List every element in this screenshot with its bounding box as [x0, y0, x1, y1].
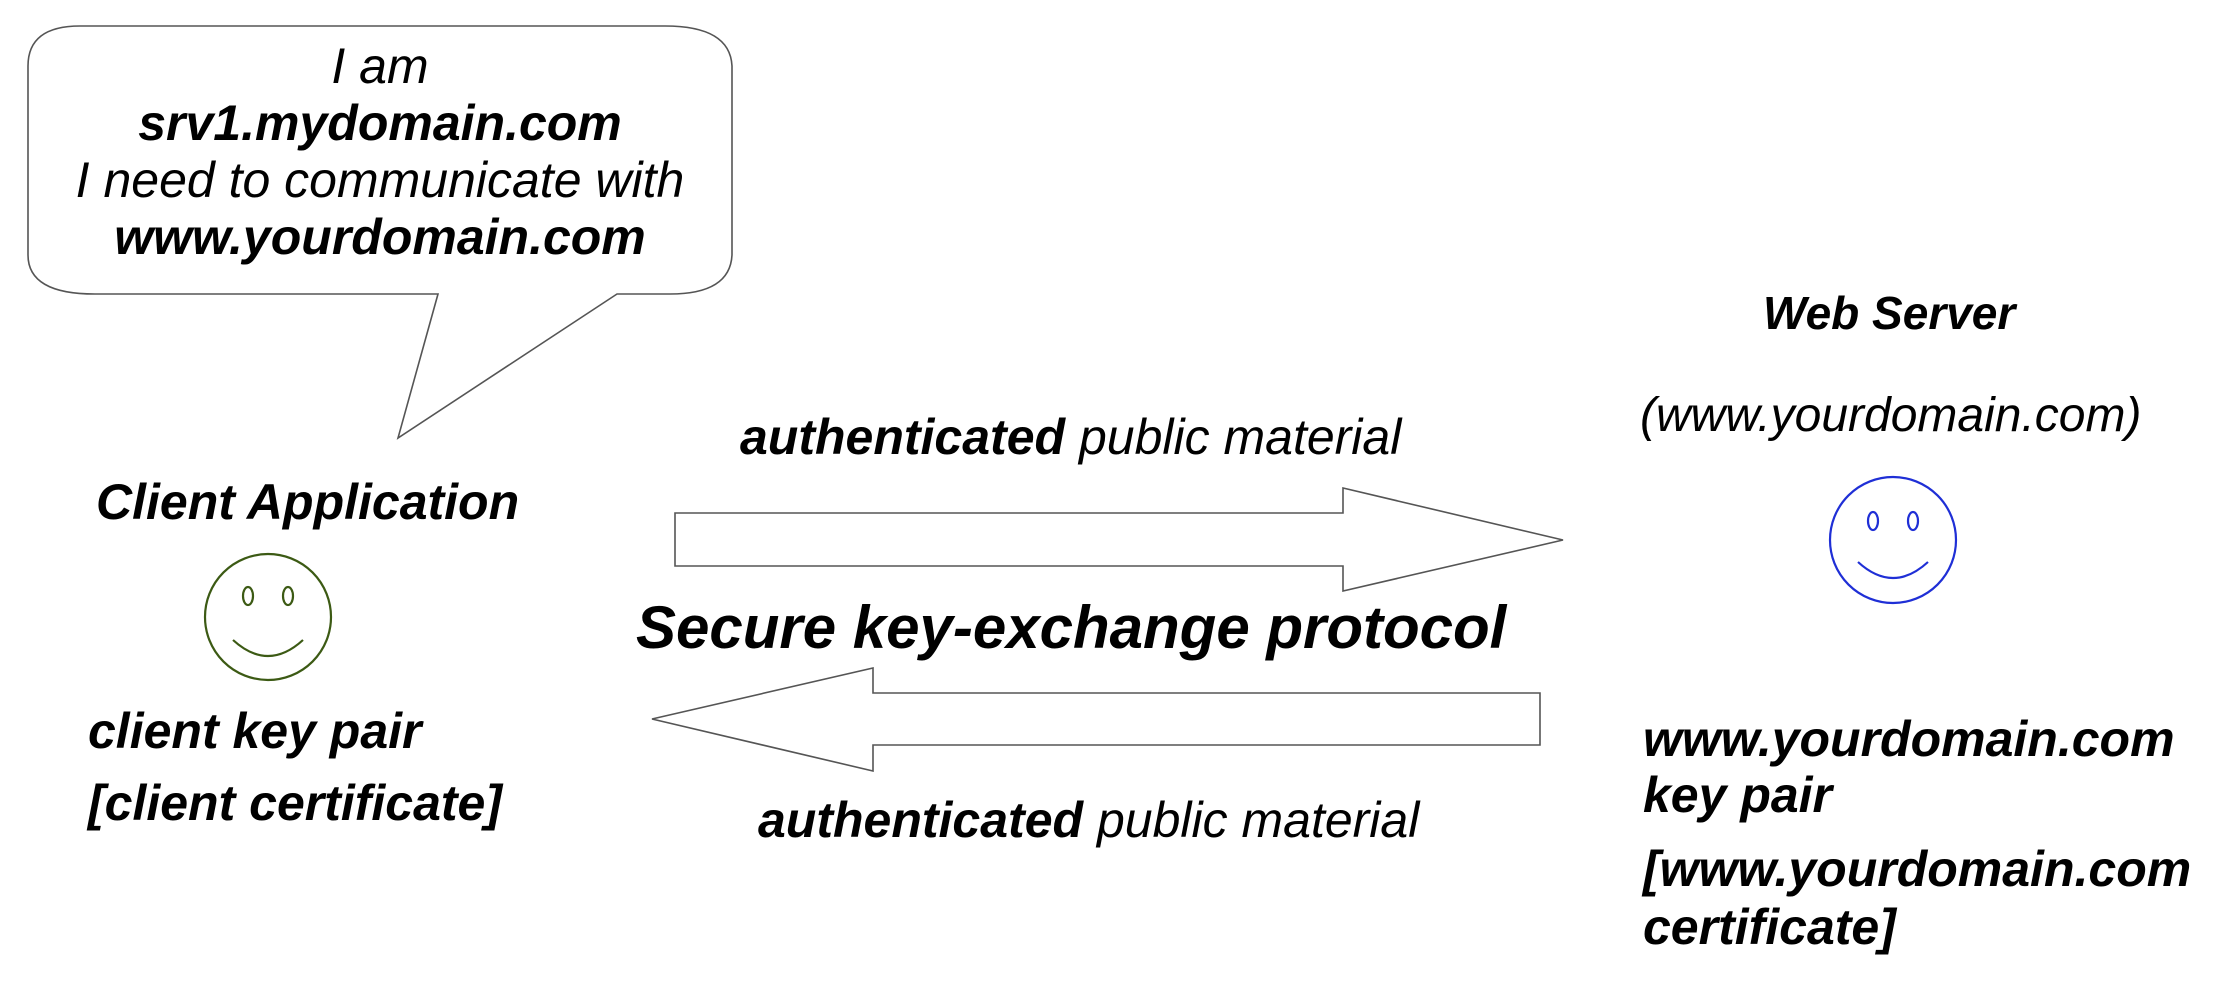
server-domain: (www.yourdomain.com) [1640, 389, 2142, 442]
server-key-pair-line1: www.yourdomain.com [1643, 711, 2175, 767]
bottom-arrow-label-rest: public material [1083, 792, 1420, 848]
server-cert-line1: [www.yourdomain.com [1643, 841, 2192, 897]
top-arrow-label-bold: authenticated [740, 409, 1066, 465]
top-arrow-label: authenticated public material [740, 412, 1401, 462]
bubble-line-4: www.yourdomain.com [114, 209, 646, 265]
top-arrow [674, 486, 1564, 593]
bottom-arrow-label-bold: authenticated [758, 792, 1084, 848]
bubble-line-2: srv1.mydomain.com [138, 95, 622, 151]
client-key-pair: client key pair [88, 703, 422, 759]
bubble-line-1: I am [331, 38, 429, 94]
speech-bubble-text: I am srv1.mydomain.com I need to communi… [30, 38, 730, 266]
server-key-pair-line2: key pair [1643, 767, 1833, 823]
speech-bubble [27, 25, 733, 440]
server-title: Web Server [1763, 287, 2016, 339]
client-title: Client Application [96, 474, 520, 530]
bubble-line-3: I need to communicate with [75, 152, 685, 208]
server-smiley-icon [1828, 475, 1958, 605]
bottom-arrow-label: authenticated public material [758, 795, 1419, 845]
client-certificate: [client certificate] [88, 775, 503, 831]
protocol-label: Secure key-exchange protocol [636, 594, 1507, 661]
server-cert-line2: certificate] [1643, 899, 1896, 955]
top-arrow-label-rest: public material [1065, 409, 1402, 465]
bottom-arrow [651, 666, 1541, 773]
client-smiley-icon [203, 552, 333, 682]
